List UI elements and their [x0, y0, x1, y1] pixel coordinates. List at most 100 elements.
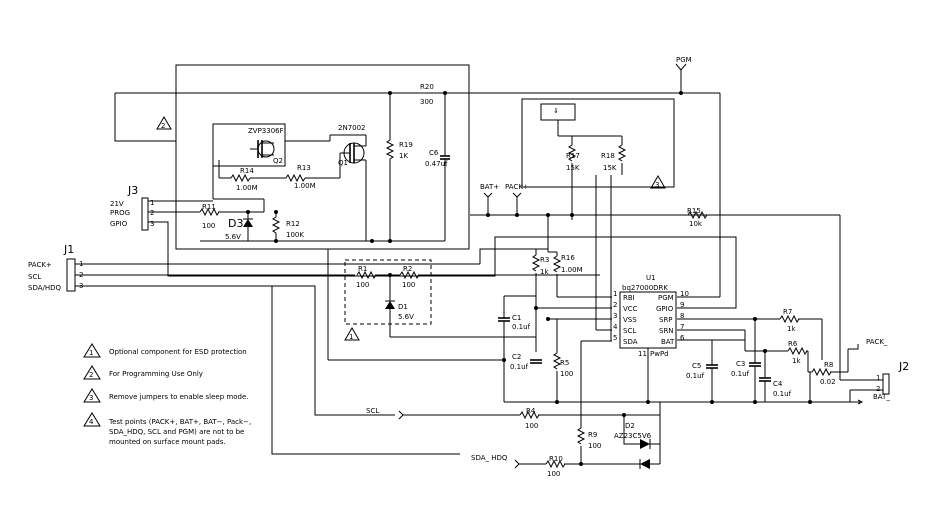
u1-pin-scl: SCL: [623, 327, 636, 335]
j1-label: J1: [63, 243, 74, 256]
r19-value: 1K: [399, 152, 408, 160]
marker-3: 3: [655, 181, 659, 189]
u1-pinnum-10: 10: [680, 290, 689, 298]
note-3-text: Remove jumpers to enable sleep mode.: [109, 393, 249, 401]
d1-label: D1: [398, 303, 408, 311]
r7-label: R7: [783, 308, 792, 316]
r1-label: R1: [358, 265, 367, 273]
c3-label: C3: [736, 360, 745, 368]
u1-pin-srp: SRP: [659, 316, 673, 324]
r2-value: 100: [402, 281, 415, 289]
r20-label: R20: [420, 83, 434, 91]
pgm-top-label: PGM: [676, 56, 692, 64]
r16-label: R16: [561, 254, 575, 262]
q2-label: Q2: [273, 157, 283, 165]
u1-pinnum-6: 6: [680, 334, 685, 342]
r14-label: R14: [240, 167, 254, 175]
c6-value: 0.47uf: [425, 160, 448, 168]
u1-pin-srn: SRN: [659, 327, 674, 335]
u1-pinnum-4: 4: [613, 323, 618, 331]
r6-value: 1k: [792, 357, 801, 365]
u1-pinnum-11: 11: [638, 350, 647, 358]
note-4-text-line3: mounted on surface mount pads.: [109, 438, 226, 446]
pack-plus-tp: PACK+: [505, 183, 529, 191]
r11-value: 100: [202, 222, 215, 230]
r9-label: R9: [588, 431, 597, 439]
r19-label: R19: [399, 141, 413, 149]
j2-label: J2: [898, 360, 909, 373]
u1-pinnum-5: 5: [613, 334, 617, 342]
d3-value: 5.6V: [225, 233, 241, 241]
j3-pin1: 1: [150, 199, 154, 207]
r8-value: 0.02: [820, 378, 836, 386]
c1-value: 0.1uf: [512, 323, 531, 331]
u1-pinnum-9: 9: [680, 301, 684, 309]
r20-value: 300: [420, 98, 433, 106]
r13-value: 1.00M: [294, 182, 316, 190]
j3-label: J3: [127, 184, 138, 197]
u1-pin-sda: SDA: [623, 338, 638, 346]
c4-label: C4: [773, 380, 783, 388]
c6-label: C6: [429, 149, 439, 157]
d1-value: 5.6V: [398, 313, 414, 321]
u1-pinnum-2: 2: [613, 301, 617, 309]
j1-pack: PACK+: [28, 261, 52, 269]
note-2-marker: 2: [89, 371, 93, 379]
c5-value: 0.1uf: [686, 372, 705, 380]
c5-label: C5: [692, 362, 701, 370]
r12-value: 100K: [286, 231, 304, 239]
q1-part: 2N7002: [338, 124, 366, 132]
r8-label: R8: [824, 361, 833, 369]
u1-pin-pgm: PGM: [658, 294, 674, 302]
r11-label: R11: [202, 203, 216, 211]
wire-gpio: [148, 221, 737, 309]
wire-left-loop: [114, 93, 176, 142]
bat-minus-tp: BAT_: [873, 393, 890, 401]
r10-label: R10: [549, 455, 563, 463]
r7-value: 1k: [787, 325, 796, 333]
u1-pinnum-1: 1: [613, 290, 617, 298]
c1-label: C1: [512, 314, 521, 322]
r15-label: R15: [687, 207, 701, 215]
r9-value: 100: [588, 442, 601, 450]
note-1-text: Optional component for ESD protection: [109, 348, 247, 356]
pack-minus-tp: PACK_: [866, 338, 888, 346]
r14-value: 1.00M: [236, 184, 258, 192]
r17-value: 15K: [566, 164, 580, 172]
u1-pin-vcc: VCC: [623, 305, 638, 313]
marker-2: 2: [161, 122, 165, 130]
note-3-marker: 3: [89, 394, 93, 402]
u1-pinnum-8: 8: [680, 312, 684, 320]
c4-value: 0.1uf: [773, 390, 792, 398]
notes-legend: 1 Optional component for ESD protection …: [83, 343, 251, 446]
j3-pin2: 2: [150, 209, 154, 217]
d2-label: D2: [625, 422, 635, 430]
r12-label: R12: [286, 220, 300, 228]
d3-label: D3: [228, 217, 243, 230]
r3-value: 1k: [540, 268, 549, 276]
note-2-text: For Programming Use Only: [109, 370, 203, 378]
u1-pwpd: PwPd: [650, 350, 669, 358]
u1-pin-rbi: RBI: [623, 294, 635, 302]
note-4-marker: 4: [89, 418, 94, 426]
note-4-text: Test points (PACK+, BAT+, BAT−, Pack−,: [108, 418, 251, 426]
r13-label: R13: [297, 164, 311, 172]
j3-gpio: GPIO: [110, 220, 128, 228]
u1-label: U1: [646, 274, 656, 282]
r4-value: 100: [525, 422, 538, 430]
j3-prog: PROG: [110, 209, 130, 217]
u1-pin-vss: VSS: [623, 316, 637, 324]
d2-value: AZ23C5V6: [614, 432, 652, 440]
r17-label: R17: [566, 152, 580, 160]
note-1-marker: 1: [89, 349, 93, 357]
c2-value: 0.1uf: [510, 363, 529, 371]
j3-pin3: 3: [150, 220, 154, 228]
jumper-symbol: ⇓: [553, 107, 559, 115]
c2-label: C2: [512, 353, 521, 361]
note-4-text-line2: SDA_HDQ, SCL and PGM) are not to be: [109, 428, 244, 436]
sleep-jumper-box: [521, 98, 675, 188]
u1-pin-bat: BAT: [661, 338, 675, 346]
u1-pin-gpio: GPIO: [656, 305, 674, 313]
c3-value: 0.1uf: [731, 370, 750, 378]
r3-label: R3: [540, 256, 549, 264]
